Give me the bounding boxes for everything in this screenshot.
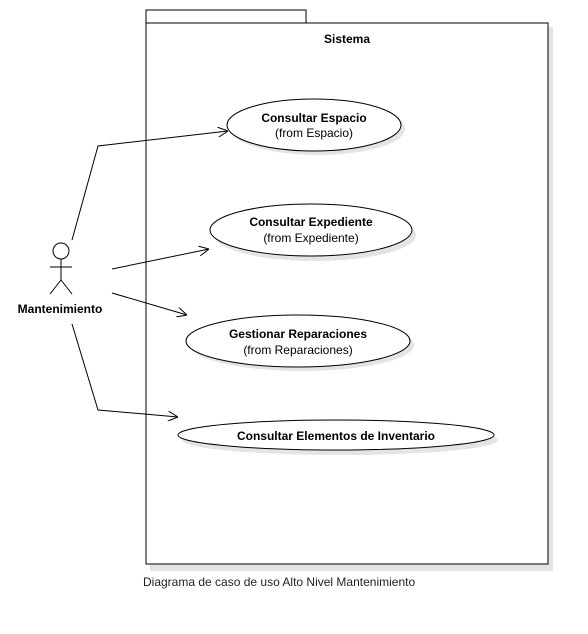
actor-right-leg — [60, 279, 73, 295]
association-consultar-espacio — [71, 131, 228, 241]
associations — [71, 131, 228, 417]
system-boundary: Sistema — [145, 9, 553, 571]
use-case-source: (from Reparaciones) — [243, 343, 352, 357]
use-case-consultar-expediente[interactable]: Consultar Expediente (from Expediente) — [209, 203, 416, 261]
diagram-caption: Diagrama de caso de uso Alto Nivel Mante… — [143, 575, 415, 589]
association-gestionar-reparaciones — [111, 292, 187, 315]
system-tab — [145, 9, 307, 24]
use-case-name: Consultar Elementos de Inventario — [237, 429, 435, 443]
use-case-source: (from Expediente) — [263, 231, 358, 245]
use-case-name: Gestionar Reparaciones — [229, 327, 367, 341]
actor-head-icon — [52, 242, 70, 260]
use-case-consultar-elementos-de-inventario[interactable]: Consultar Elementos de Inventario — [177, 419, 498, 455]
actor-name: Mantenimiento — [18, 302, 103, 316]
association-consultar-elementos — [71, 323, 178, 417]
use-case-gestionar-reparaciones[interactable]: Gestionar Reparaciones (from Reparacione… — [185, 314, 414, 371]
use-case-name: Consultar Expediente — [249, 215, 373, 229]
association-consultar-expediente — [111, 249, 209, 270]
system-title: Sistema — [324, 32, 370, 46]
use-case-name: Consultar Espacio — [261, 111, 366, 125]
actor-mantenimiento[interactable]: Mantenimiento — [18, 242, 103, 316]
use-case-consultar-espacio[interactable]: Consultar Espacio (from Espacio) — [226, 98, 405, 155]
use-case-source: (from Espacio) — [275, 126, 353, 140]
actor-left-leg — [49, 279, 62, 295]
